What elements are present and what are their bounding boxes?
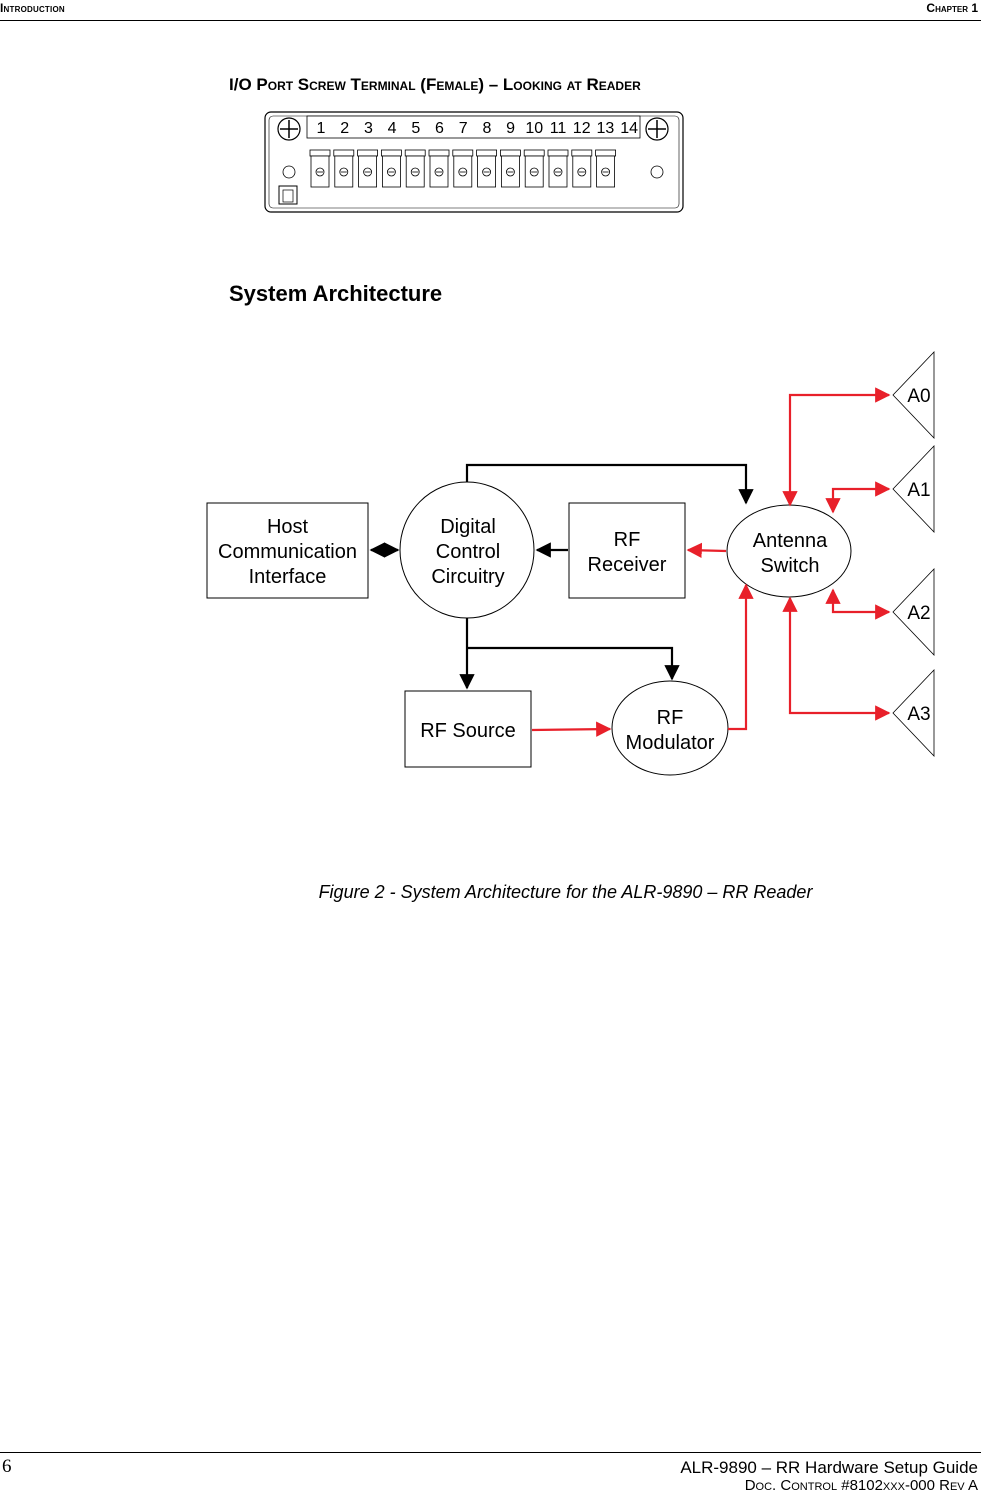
- dcc-to-antenna-switch-connector: [465, 463, 754, 505]
- rf-modulator-label-line1: RF: [657, 707, 684, 729]
- terminal-screw-icon: [595, 149, 616, 188]
- dcc-to-rf-modulator-connector: [467, 646, 680, 681]
- modulator-to-antenna-switch-rf-connector: [728, 583, 754, 731]
- terminal-screw-icon: [523, 149, 545, 188]
- rf-receiver-label-line1: RF: [614, 529, 641, 551]
- pin-number-2: 2: [340, 120, 349, 137]
- figure-caption: Figure 2 - System Architecture for the A…: [318, 882, 813, 902]
- architecture-diagram: Host Communication Interface Digital Con…: [206, 351, 935, 776]
- terminal-screw-icon: [309, 149, 331, 188]
- header-right: Chapter 1: [926, 1, 978, 15]
- right-screw-icon: [645, 117, 669, 141]
- antenna-a0-icon: [892, 351, 935, 439]
- section-title: System Architecture: [229, 281, 443, 306]
- pin-number-9: 9: [506, 120, 515, 137]
- host-label-line3: Interface: [249, 566, 327, 588]
- antenna-switch-label-line2: Switch: [761, 555, 820, 577]
- terminal-screw-icon: [499, 149, 521, 188]
- switch-to-a1-rf-connector: [825, 481, 891, 514]
- rf-receiver-label-line2: Receiver: [588, 554, 667, 576]
- antenna-a2-label: A2: [907, 603, 930, 624]
- rf-modulator-label-line2: Modulator: [626, 732, 715, 754]
- antenna-a0-label: A0: [907, 386, 930, 407]
- terminal-screw-icon: [452, 149, 474, 188]
- antenna-a1-icon: [892, 445, 935, 533]
- rf-receiver-block: [568, 502, 686, 599]
- switch-to-a3-rf-connector: [782, 596, 891, 721]
- pin-number-6: 6: [435, 120, 444, 137]
- antenna-a1-label: A1: [907, 480, 930, 501]
- rf-source-block: [404, 690, 532, 768]
- pin-number-12: 12: [573, 120, 591, 137]
- left-screw-icon: [277, 117, 301, 141]
- pin-number-10: 10: [525, 120, 543, 137]
- pin-number-7: 7: [459, 120, 468, 137]
- io-port-heading: I/O Port Screw Terminal (Female) – Looki…: [229, 75, 641, 94]
- terminal-screw-icon: [333, 149, 355, 188]
- host-label-line2: Communication: [218, 541, 357, 563]
- left-hole-icon: [282, 165, 296, 179]
- terminal-screw-icon: [404, 149, 426, 188]
- page-header: Introduction Chapter 1: [0, 0, 981, 21]
- pin-number-11: 11: [550, 120, 567, 137]
- terminal-screw-icon: [571, 149, 593, 188]
- host-label-line1: Host: [267, 516, 309, 538]
- switch-to-a2-rf-connector: [825, 588, 891, 620]
- switch-to-a0-rf-connector: [782, 387, 891, 507]
- pin-number-3: 3: [364, 120, 373, 137]
- dcc-label-line1: Digital: [440, 516, 496, 538]
- dcc-label-line3: Circuitry: [431, 566, 504, 588]
- pin-number-5: 5: [411, 120, 420, 137]
- terminal-screw-icon: [428, 149, 450, 188]
- header-left: Introduction: [0, 1, 65, 15]
- pin-number-1: 1: [317, 120, 326, 137]
- footer-doc-control: Doc. Control #8102xxx-000 Rev A: [744, 1477, 978, 1494]
- pin-number-13: 13: [597, 120, 615, 137]
- dcc-label-line2: Control: [436, 541, 500, 563]
- pin-number-8: 8: [482, 120, 491, 137]
- antenna-a2-icon: [892, 568, 935, 656]
- footer-doc-title: ALR-9890 – RR Hardware Setup Guide: [680, 1458, 978, 1477]
- rf-source-label: RF Source: [420, 720, 516, 742]
- host-communication-interface-block: [206, 502, 369, 599]
- antenna-a3-label: A3: [907, 704, 930, 725]
- pin-number-4: 4: [388, 120, 397, 137]
- pin-number-14: 14: [620, 120, 638, 137]
- antenna-a3-icon: [892, 669, 935, 757]
- antenna-switch-to-receiver-rf-connector: [686, 542, 727, 559]
- page-footer: 6 ALR-9890 – RR Hardware Setup Guide Doc…: [0, 1452, 981, 1496]
- terminal-screw-icon: [476, 149, 498, 188]
- terminal-screw-icon: [357, 149, 379, 188]
- antenna-switch-label-line1: Antenna: [753, 530, 828, 552]
- rf-source-to-modulator-rf-connector: [531, 721, 612, 737]
- pin-label-strip: [306, 115, 641, 139]
- page-number: 6: [2, 1456, 12, 1477]
- key-tab-icon: [278, 185, 298, 205]
- right-hole-icon: [650, 165, 664, 179]
- terminal-screw-icon: [547, 149, 569, 188]
- terminal-screw-icon: [380, 149, 402, 188]
